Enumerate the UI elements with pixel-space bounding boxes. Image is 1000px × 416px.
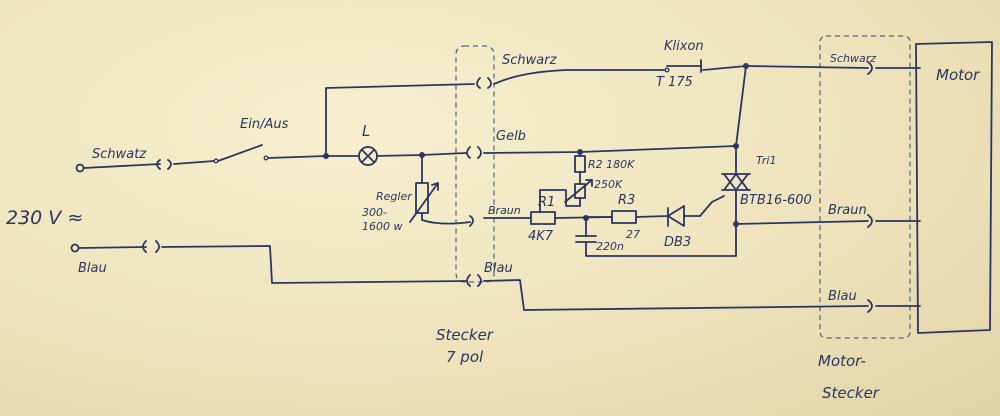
label-plug-1: Stecker — [436, 326, 494, 344]
wire-to-motor-brown — [735, 220, 869, 225]
plug-contact-yellow — [466, 146, 482, 159]
wire-r3-out — [635, 215, 669, 218]
switch-lever — [217, 144, 263, 162]
r2-pot-arrow — [564, 179, 593, 203]
wire-to-yellow — [421, 152, 467, 156]
label-plug-2: 7 pol — [446, 348, 484, 366]
label-r2-pot: 250K — [594, 178, 623, 191]
wire-r1-branch — [539, 189, 581, 213]
diac-db3 — [667, 205, 701, 227]
wire-blue-in — [78, 240, 467, 284]
label-wire-yellow: Gelb — [496, 129, 526, 144]
label-motor-plug-2: Stecker — [822, 384, 880, 402]
label-switch: Ein/Aus — [240, 117, 289, 132]
label-motor-brown: Braun — [828, 203, 867, 218]
plug-contact-brown — [469, 215, 474, 227]
wire-lamp-out — [376, 154, 423, 157]
lamp-cross — [361, 149, 375, 163]
triac-symbol — [721, 173, 751, 191]
wire-yellow — [483, 145, 737, 154]
label-motor-black: Schwarz — [830, 52, 876, 65]
r1-resistor — [530, 211, 556, 225]
motor-box — [915, 41, 993, 334]
label-lamp: L — [362, 122, 370, 140]
klixon-contact-a — [664, 67, 670, 73]
label-wire-brown: Braun — [488, 204, 521, 217]
label-r3-value: 27 — [626, 228, 640, 241]
wire-black-in — [83, 159, 215, 170]
label-r2: R2 180K — [588, 158, 635, 171]
label-wire-black-in: Schwatz — [92, 147, 147, 162]
klixon-symbol — [666, 59, 702, 73]
label-diac: DB3 — [664, 235, 691, 250]
label-regulator: Regler — [376, 190, 413, 203]
label-triac: Tri1 — [756, 154, 776, 167]
regler-arrow — [409, 182, 439, 223]
r2-resistor — [574, 155, 586, 173]
wire-to-motor-black — [745, 65, 869, 69]
label-thermal-rating: T 175 — [656, 75, 693, 90]
label-motor: Motor — [936, 66, 980, 84]
label-r3: R3 — [618, 193, 635, 208]
mains-terminal-black — [75, 163, 85, 173]
wire-black-branch — [325, 83, 475, 157]
wire-regler-bottom — [421, 212, 471, 225]
label-regulator-range-2: 1600 w — [362, 220, 403, 233]
wire-klixon-out — [702, 65, 747, 71]
label-motor-plug-1: Motor- — [818, 352, 866, 370]
wire-triac-to-klixon — [735, 65, 747, 147]
label-r1: R1 — [538, 195, 555, 210]
motor-contact-black — [867, 61, 921, 75]
label-triac-part: BTB16-600 — [740, 193, 812, 208]
label-motor-blue: Blau — [828, 289, 857, 304]
wire-diac-gate — [699, 195, 725, 217]
motor-contact-blue — [867, 299, 921, 313]
label-regulator-range-1: 300- — [362, 206, 387, 219]
label-wire-black-top: Schwarz — [502, 53, 558, 68]
plug-7pol-box — [455, 45, 495, 283]
plug-contact-top — [476, 77, 492, 89]
plug-contact-blue — [466, 274, 482, 287]
capacitor-220n — [575, 217, 737, 257]
wire-black-top — [493, 69, 665, 85]
label-thermal-switch: Klixon — [664, 39, 704, 54]
label-wire-blue-in: Blau — [78, 261, 107, 276]
mains-terminal-blue — [70, 243, 80, 253]
wire-switch-out — [267, 155, 327, 159]
motor-plug-box — [819, 35, 911, 339]
label-capacitor: 220n — [596, 240, 624, 253]
label-wire-blue-mid: Blau — [484, 261, 513, 276]
motor-contact-brown — [867, 214, 921, 228]
label-mains-voltage: 230 V ≈ — [6, 207, 83, 229]
r3-resistor — [611, 210, 637, 224]
wire-blue — [483, 279, 869, 311]
label-r1-value: 4K7 — [528, 229, 554, 244]
